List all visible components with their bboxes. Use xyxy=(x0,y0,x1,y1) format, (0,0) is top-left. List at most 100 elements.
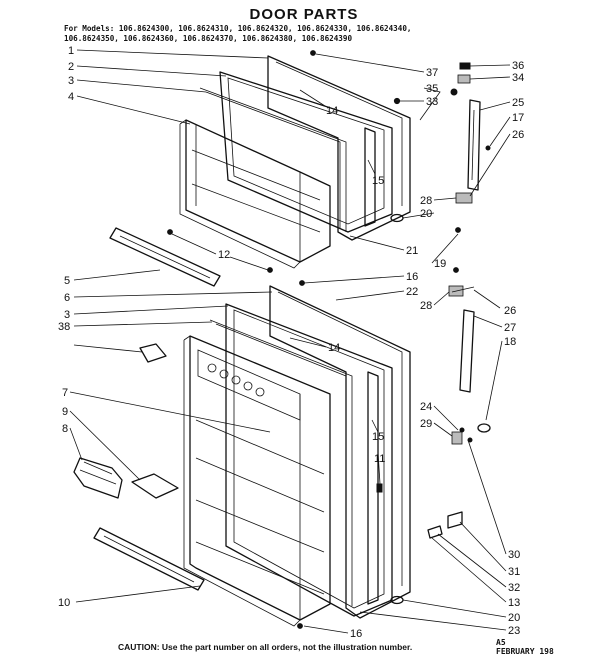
trim-clip-11 xyxy=(376,483,383,493)
stamp-code: A5 xyxy=(496,638,506,647)
freezer-breaker-strip xyxy=(199,87,347,232)
callout-36: 36 xyxy=(512,60,524,72)
callout-35: 35 xyxy=(426,83,438,95)
door-bar-5-detail xyxy=(119,235,211,279)
shelf-8 xyxy=(73,457,123,499)
hinge-pin-34 xyxy=(457,74,471,84)
fresh-food-door-liner xyxy=(189,335,331,621)
door-bar-10-detail xyxy=(103,535,195,583)
callout-28b: 28 xyxy=(420,300,432,312)
callout-31: 31 xyxy=(508,566,520,578)
callout-14: 14 xyxy=(326,105,338,117)
door-stop-pin-17 xyxy=(485,145,491,151)
screw-16 xyxy=(453,267,459,273)
stamp-date: FEBRUARY 198 xyxy=(496,647,554,656)
hinge-screw-24 xyxy=(459,427,465,433)
hinge-bushing-35 xyxy=(450,88,458,96)
caution-note: CAUTION: Use the part number on all orde… xyxy=(118,642,413,652)
hinge-screw-19 xyxy=(455,227,461,233)
fresh-food-liner-rim xyxy=(183,335,301,627)
freezer-outer-door-panel xyxy=(267,55,411,241)
callout-labels: 1 2 3 4 14 15 37 35 33 36 34 25 17 26 28… xyxy=(58,45,524,640)
door-bar-10 xyxy=(93,527,205,591)
fresh-food-breaker-strip xyxy=(209,319,353,606)
top-screw xyxy=(310,50,316,56)
fresh-food-door-trim xyxy=(367,371,379,605)
freezer-door-panel-edge xyxy=(275,61,403,206)
model-list: For Models: 106.8624300, 106.8624310, 10… xyxy=(64,24,411,44)
callout-16: 16 xyxy=(406,271,418,283)
shelf-8-detail xyxy=(79,461,117,485)
callout-7: 7 xyxy=(62,387,68,399)
callout-17: 17 xyxy=(512,112,524,124)
callout-22: 22 xyxy=(406,286,418,298)
callout-27: 27 xyxy=(504,322,516,334)
freezer-door-trim xyxy=(364,127,376,227)
callout-34: 34 xyxy=(512,72,524,84)
callout-18: 18 xyxy=(504,336,516,348)
callout-8: 8 xyxy=(62,423,68,435)
callout-24: 24 xyxy=(420,401,432,413)
door-stop-bar-detail xyxy=(471,109,475,181)
freezer-door-liner-shelf xyxy=(191,124,321,262)
callout-9: 9 xyxy=(62,406,68,418)
model-list-line-2: 106.8624350, 106.8624360, 106.8624370, 1… xyxy=(64,34,353,43)
fresh-food-door-gasket-inner xyxy=(233,309,385,609)
callout-3b: 3 xyxy=(64,309,70,321)
tray-9 xyxy=(131,473,179,499)
callout-19: 19 xyxy=(434,258,446,270)
callout-10: 10 xyxy=(58,597,70,609)
model-list-line-1: For Models: 106.8624300, 106.8624310, 10… xyxy=(64,24,412,33)
freezer-door-liner xyxy=(185,119,331,263)
callout-2: 2 xyxy=(68,61,74,73)
leader-lines xyxy=(69,49,511,634)
callout-21: 21 xyxy=(406,245,418,257)
hinge-screw-33 xyxy=(393,97,401,105)
callout-38: 38 xyxy=(58,321,70,333)
callout-28: 28 xyxy=(420,195,432,207)
callout-4: 4 xyxy=(68,91,74,103)
callout-15: 15 xyxy=(372,175,384,187)
callout-23: 23 xyxy=(508,625,520,637)
callout-16b: 16 xyxy=(350,628,362,640)
fresh-food-door-gasket xyxy=(225,303,393,617)
callout-20b: 20 xyxy=(508,612,520,624)
callout-6: 6 xyxy=(64,292,70,304)
callout-26: 26 xyxy=(512,129,524,141)
callout-1: 1 xyxy=(68,45,74,57)
callout-13: 13 xyxy=(508,597,520,609)
freezer-door-gasket xyxy=(219,71,393,233)
hinge-bracket-31 xyxy=(447,511,463,529)
door-stop-bar-25 xyxy=(467,99,481,191)
date-stamp: A5 FEBRUARY 198 xyxy=(496,638,554,656)
upper-hinge-parts xyxy=(390,62,491,233)
hinge-bracket-36 xyxy=(459,62,471,70)
callout-15b: 15 xyxy=(372,431,384,443)
door-stop-bar-27 xyxy=(459,309,475,393)
egg-rack xyxy=(207,363,265,397)
liner-screw-2 xyxy=(267,267,273,273)
liner-screw xyxy=(167,229,173,235)
fresh-food-outer-door-panel xyxy=(269,285,411,619)
gasket-screw xyxy=(299,280,305,286)
bushing-18 xyxy=(477,423,491,433)
callout-12: 12 xyxy=(218,249,230,261)
callout-11: 11 xyxy=(374,453,385,465)
door-bar-5 xyxy=(109,227,221,287)
lower-hinge-parts xyxy=(390,309,491,605)
hinge-plate-28 xyxy=(455,192,473,204)
freezer-door-assembly xyxy=(167,50,411,286)
callout-25: 25 xyxy=(512,97,524,109)
shelf-38 xyxy=(139,343,167,363)
callout-20: 20 xyxy=(420,208,432,220)
callout-32: 32 xyxy=(508,582,520,594)
callout-30: 30 xyxy=(508,549,520,561)
callout-26b: 26 xyxy=(504,305,516,317)
freezer-door-gasket-inner xyxy=(227,77,385,225)
fresh-food-door-assembly xyxy=(73,285,411,629)
hinge-bracket-32 xyxy=(427,525,443,539)
page-title: DOOR PARTS xyxy=(249,6,359,23)
hinge-29 xyxy=(451,431,463,445)
screw-16b xyxy=(297,623,303,629)
